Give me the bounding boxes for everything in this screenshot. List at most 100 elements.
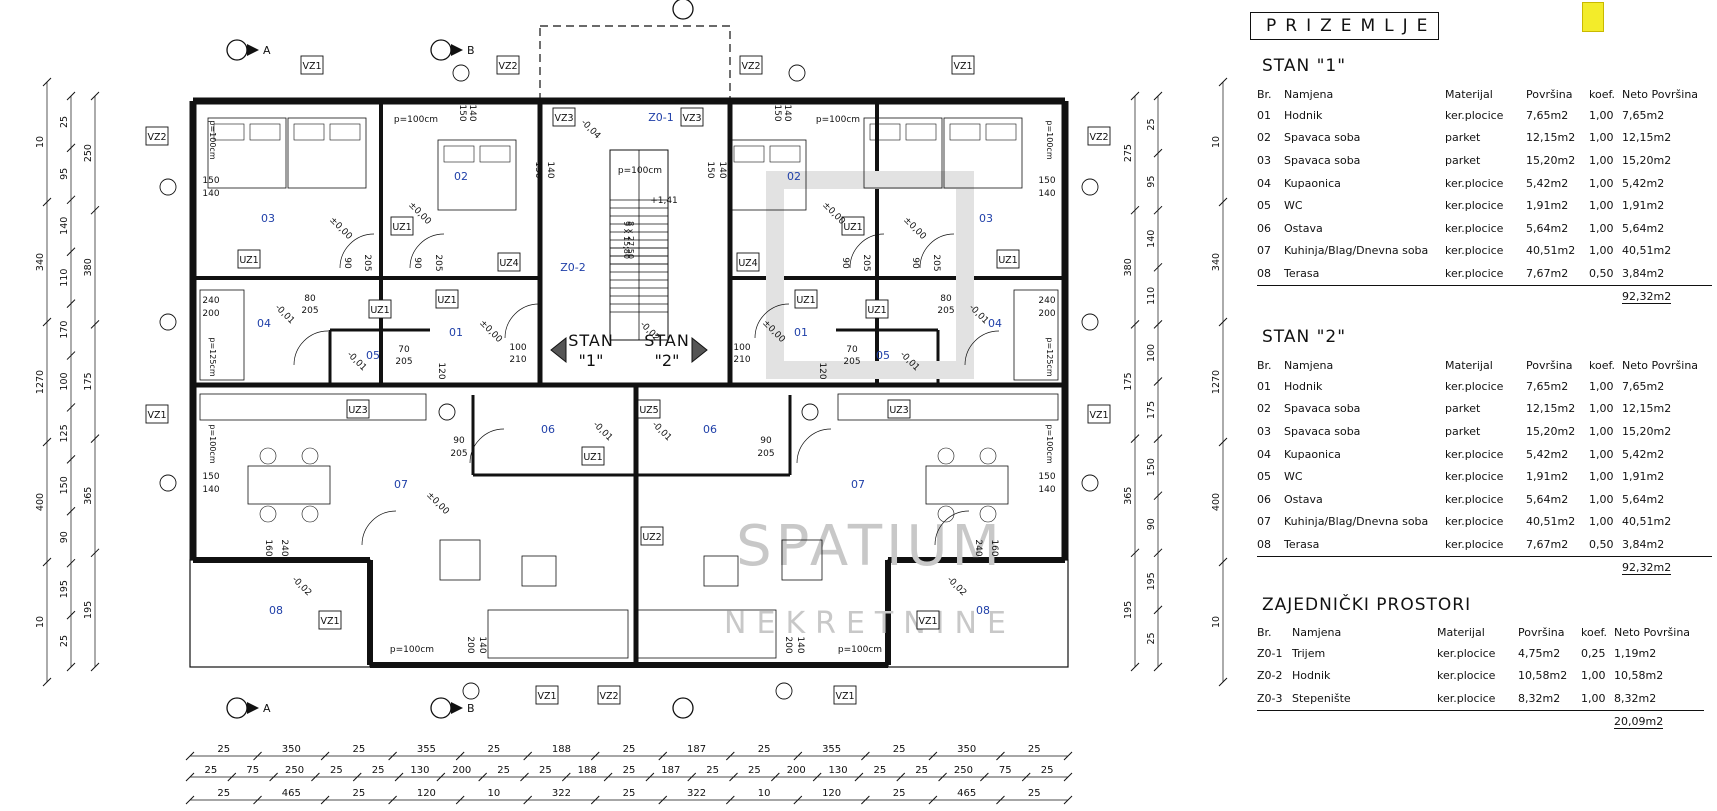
window-size: 150 — [705, 161, 715, 178]
column-header: Namjena — [1284, 358, 1334, 372]
window-marker — [788, 64, 806, 82]
column-header: Neto Površina — [1622, 358, 1699, 372]
window-size: 240 — [202, 296, 219, 306]
dimension-tick — [1218, 197, 1228, 207]
table-cell: Ostava — [1284, 221, 1323, 235]
walls — [189, 25, 1069, 668]
door-size: 205 — [861, 254, 871, 271]
dimension-value: 25 — [758, 744, 771, 755]
common-label: Z0-2 — [560, 261, 586, 274]
table-cell: 01 — [1257, 379, 1271, 393]
door-size: 120 — [817, 362, 827, 379]
dimension-tick — [320, 795, 330, 805]
door-size: 205 — [757, 449, 774, 459]
dimension-value: 25 — [1028, 788, 1041, 799]
element-tag: UZ1 — [368, 299, 392, 319]
room-number: 07 — [851, 478, 865, 491]
dimension-value: 465 — [957, 788, 976, 799]
dimension-tick — [320, 751, 330, 761]
table-cell: Stepenište — [1292, 687, 1437, 711]
dimension-tick — [42, 677, 52, 687]
table-cell: Hodnik — [1292, 669, 1331, 683]
door-size: 100 — [509, 343, 526, 353]
room-number: 02 — [454, 170, 468, 183]
dimension-value: 365 — [1123, 487, 1134, 505]
table-cell: 02 — [1257, 402, 1271, 416]
element-tag: UZ1 — [390, 216, 414, 236]
tag-box — [916, 610, 940, 630]
dimension-tick — [658, 795, 668, 805]
tag-box — [435, 289, 459, 309]
dimension-tick — [66, 558, 76, 568]
table-cell: 7,67m2 — [1526, 533, 1589, 557]
door-swing — [796, 428, 832, 464]
bathtub — [1013, 289, 1059, 381]
table-cell: 1,00 — [1589, 131, 1614, 145]
window-size: 200 — [783, 636, 793, 653]
tag-box — [368, 299, 392, 319]
window-size: 150 — [772, 104, 782, 121]
tag-box — [739, 55, 763, 75]
section-circle — [672, 0, 694, 20]
window-marker — [775, 682, 793, 700]
column-header: Br. — [1257, 358, 1272, 372]
dimension-tick — [253, 751, 262, 761]
window-marker — [1081, 178, 1099, 196]
bathtub — [199, 289, 245, 381]
section-circle — [430, 39, 452, 61]
bed — [287, 117, 367, 189]
table-cell: 5,64m2 — [1526, 492, 1569, 506]
parapet-note: p=100cm — [1045, 120, 1054, 159]
watermark-text: NEKRETNINE — [724, 606, 1016, 641]
tag-label: VZ3 — [554, 113, 573, 124]
table-cell: 04 — [1257, 176, 1271, 190]
dimension-tick — [66, 195, 76, 205]
dimension-tick — [42, 557, 52, 567]
dimension-value: 195 — [1146, 572, 1157, 590]
dimension-tick — [1153, 548, 1163, 558]
window-size: 140 — [717, 161, 727, 178]
door-swing — [409, 233, 445, 269]
dimension-tick — [185, 795, 195, 805]
door-size: 205 — [395, 357, 412, 367]
element-tag: VZ2 — [739, 55, 763, 75]
parapet-note: p=100cm — [816, 115, 860, 125]
table-cell: Terasa — [1284, 262, 1445, 286]
table-cell: 1,00 — [1589, 244, 1614, 258]
table-cell: 1,00 — [1589, 199, 1614, 213]
table-cell: 04 — [1257, 447, 1271, 461]
window-size: 200 — [202, 309, 219, 319]
door-swing — [934, 510, 970, 546]
tag-box — [794, 289, 818, 309]
tag-box — [736, 252, 760, 272]
bed — [437, 139, 517, 211]
dimension-value: 1270 — [1211, 370, 1222, 394]
column-header: Neto Površina — [1614, 625, 1691, 639]
column-header: Površina — [1518, 625, 1565, 639]
dimension-value: 400 — [35, 493, 46, 511]
dimension-tick — [90, 548, 100, 558]
pillow — [443, 145, 475, 163]
section-label: A — [263, 702, 271, 715]
door-size: 90 — [840, 257, 850, 269]
slope-mark: -0,01 — [345, 350, 369, 374]
element-tag: UZ1 — [865, 299, 889, 319]
table-cell: 10,58m2 — [1614, 669, 1664, 683]
table-cell: parket — [1445, 153, 1481, 167]
dimension-tick — [996, 795, 1005, 805]
tag-label: UZ1 — [843, 222, 862, 233]
coffee-table — [703, 555, 739, 587]
tag-box — [597, 685, 621, 705]
tag-box — [1087, 126, 1111, 146]
floor-title: PRIZEMLJE — [1250, 12, 1439, 40]
table-cell: Z0-2 — [1257, 669, 1283, 683]
table-cell: Spavaca soba — [1284, 402, 1361, 416]
door-size: 90 — [342, 257, 352, 269]
table-cell: 1,00 — [1589, 447, 1614, 461]
section-label: B — [467, 702, 475, 715]
tag-box — [680, 107, 704, 127]
tag-label: UZ2 — [642, 532, 661, 543]
